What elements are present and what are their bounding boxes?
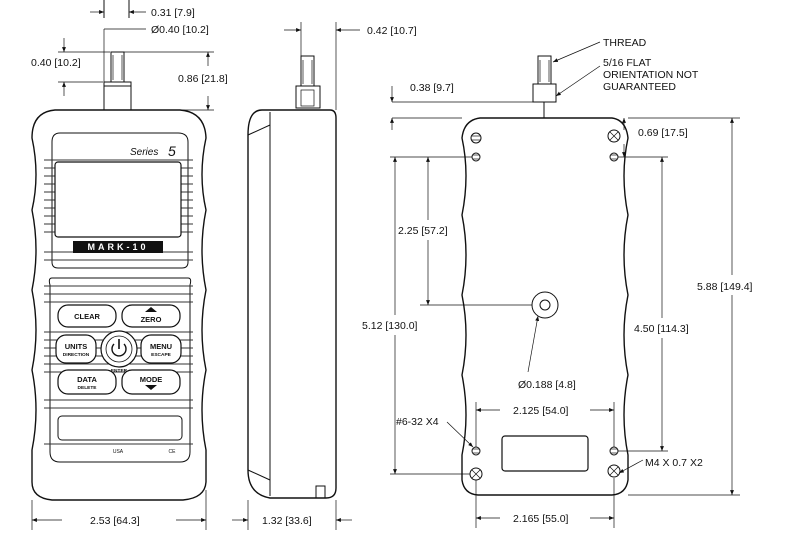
dim-shaft-width: 0.31 [7.9] — [151, 7, 195, 19]
screw-bottom-right — [607, 464, 621, 478]
dim-inner-hole-width: 2.125 [54.0] — [513, 405, 569, 417]
power-enter-button[interactable]: ENTER — [100, 330, 138, 374]
up-arrow-icon — [145, 307, 157, 312]
screw-lower-left — [471, 446, 481, 456]
front-display-panel: Series 5 MARK-10 — [44, 132, 193, 269]
dim-depth: 1.32 [33.6] — [262, 515, 312, 527]
menu-button-sublabel: ESCAPE — [151, 352, 172, 358]
dim-top-hole-offset: 0.69 [17.5] — [638, 127, 688, 139]
back-shaft — [532, 55, 557, 118]
usa-mark: USA — [113, 449, 124, 455]
front-shaft — [103, 0, 132, 111]
dim-right-hole-span: 4.50 [114.3] — [634, 323, 689, 335]
callout-metric-screws: M4 X 0.7 X2 — [645, 457, 703, 469]
front-keypad-panel: CLEAR ZERO UNITS DIRECTION ENTER — [44, 277, 193, 463]
front-dimensions: 0.31 [7.9] Ø0.40 [10.2] 0.40 [10.2] 0.86… — [31, 7, 228, 530]
back-housing — [461, 117, 629, 496]
mode-button-label: MODE — [140, 375, 163, 384]
callout-flat-line3: GUARANTEED — [603, 81, 676, 93]
screw-upper-right — [609, 152, 619, 162]
side-collar — [295, 85, 321, 109]
front-view: Series 5 MARK-10 — [31, 0, 228, 530]
data-button-label: DATA — [77, 375, 97, 384]
dim-collar-height: 0.40 [10.2] — [31, 57, 81, 69]
back-callouts: THREAD 5/16 FLAT ORIENTATION NOT GUARANT… — [396, 37, 703, 474]
dim-shaft-diameter: Ø0.40 [10.2] — [151, 24, 209, 36]
zero-button[interactable]: ZERO — [121, 304, 181, 328]
screw-bottom-left — [469, 467, 483, 481]
clear-button[interactable]: CLEAR — [57, 304, 117, 328]
clear-button-label: CLEAR — [74, 312, 100, 321]
screw-top-right — [607, 129, 621, 143]
callout-flat-line1: 5/16 FLAT — [603, 57, 652, 69]
label-window — [57, 415, 183, 441]
units-button-label: UNITS — [65, 342, 88, 351]
units-button-sublabel: DIRECTION — [63, 352, 90, 358]
brand-logo: MARK-10 — [87, 242, 148, 252]
side-view: 0.42 [10.7] 1.32 [33.6] — [232, 22, 417, 530]
front-housing — [31, 109, 207, 501]
ce-mark: CE — [169, 449, 177, 455]
dim-hole-span-height: 5.12 [130.0] — [362, 320, 418, 332]
brand-logo-plate — [73, 241, 163, 253]
mode-button[interactable]: MODE — [121, 369, 181, 395]
dim-thread-height: 0.38 [9.7] — [410, 82, 454, 94]
data-button[interactable]: DATA DELETE — [57, 369, 117, 395]
back-dimensions: 0.38 [9.7] 0.69 [17.5] 2.25 [57.2] 5.12 … — [362, 82, 753, 528]
dim-overall-width: 2.53 [64.3] — [90, 515, 140, 527]
callout-screws: #6-32 X4 — [396, 416, 439, 428]
lcd-display — [54, 161, 182, 238]
callout-flat-line2: ORIENTATION NOT — [603, 69, 699, 81]
menu-button[interactable]: MENU ESCAPE — [140, 334, 182, 364]
callout-center-hole-diameter: Ø0.188 [4.8] — [518, 379, 576, 391]
screw-lower-right — [609, 446, 619, 456]
series-number: 5 — [168, 143, 176, 159]
dim-shaft-offset: 0.42 [10.7] — [367, 25, 417, 37]
side-housing — [247, 109, 337, 499]
dim-outer-hole-width: 2.165 [55.0] — [513, 513, 569, 525]
screw-top-left — [470, 132, 482, 144]
side-dimensions: 0.42 [10.7] 1.32 [33.6] — [232, 22, 417, 530]
series-label: Series — [130, 147, 158, 158]
zero-button-label: ZERO — [141, 315, 162, 324]
data-button-sublabel: DELETE — [78, 385, 98, 391]
screw-upper-left — [471, 152, 481, 162]
back-label-recess — [501, 435, 589, 472]
callout-thread: THREAD — [603, 37, 647, 49]
dim-overall-height: 5.88 [149.4] — [697, 281, 753, 293]
dim-center-hole-height: 2.25 [57.2] — [398, 225, 448, 237]
back-view: THREAD 5/16 FLAT ORIENTATION NOT GUARANT… — [362, 37, 753, 528]
dim-shaft-length: 0.86 [21.8] — [178, 73, 228, 85]
center-mount-hole — [531, 291, 559, 319]
units-button[interactable]: UNITS DIRECTION — [55, 334, 97, 364]
menu-button-label: MENU — [150, 342, 172, 351]
power-icon — [111, 343, 127, 357]
down-arrow-icon — [145, 385, 157, 390]
enter-sublabel: ENTER — [111, 368, 128, 374]
